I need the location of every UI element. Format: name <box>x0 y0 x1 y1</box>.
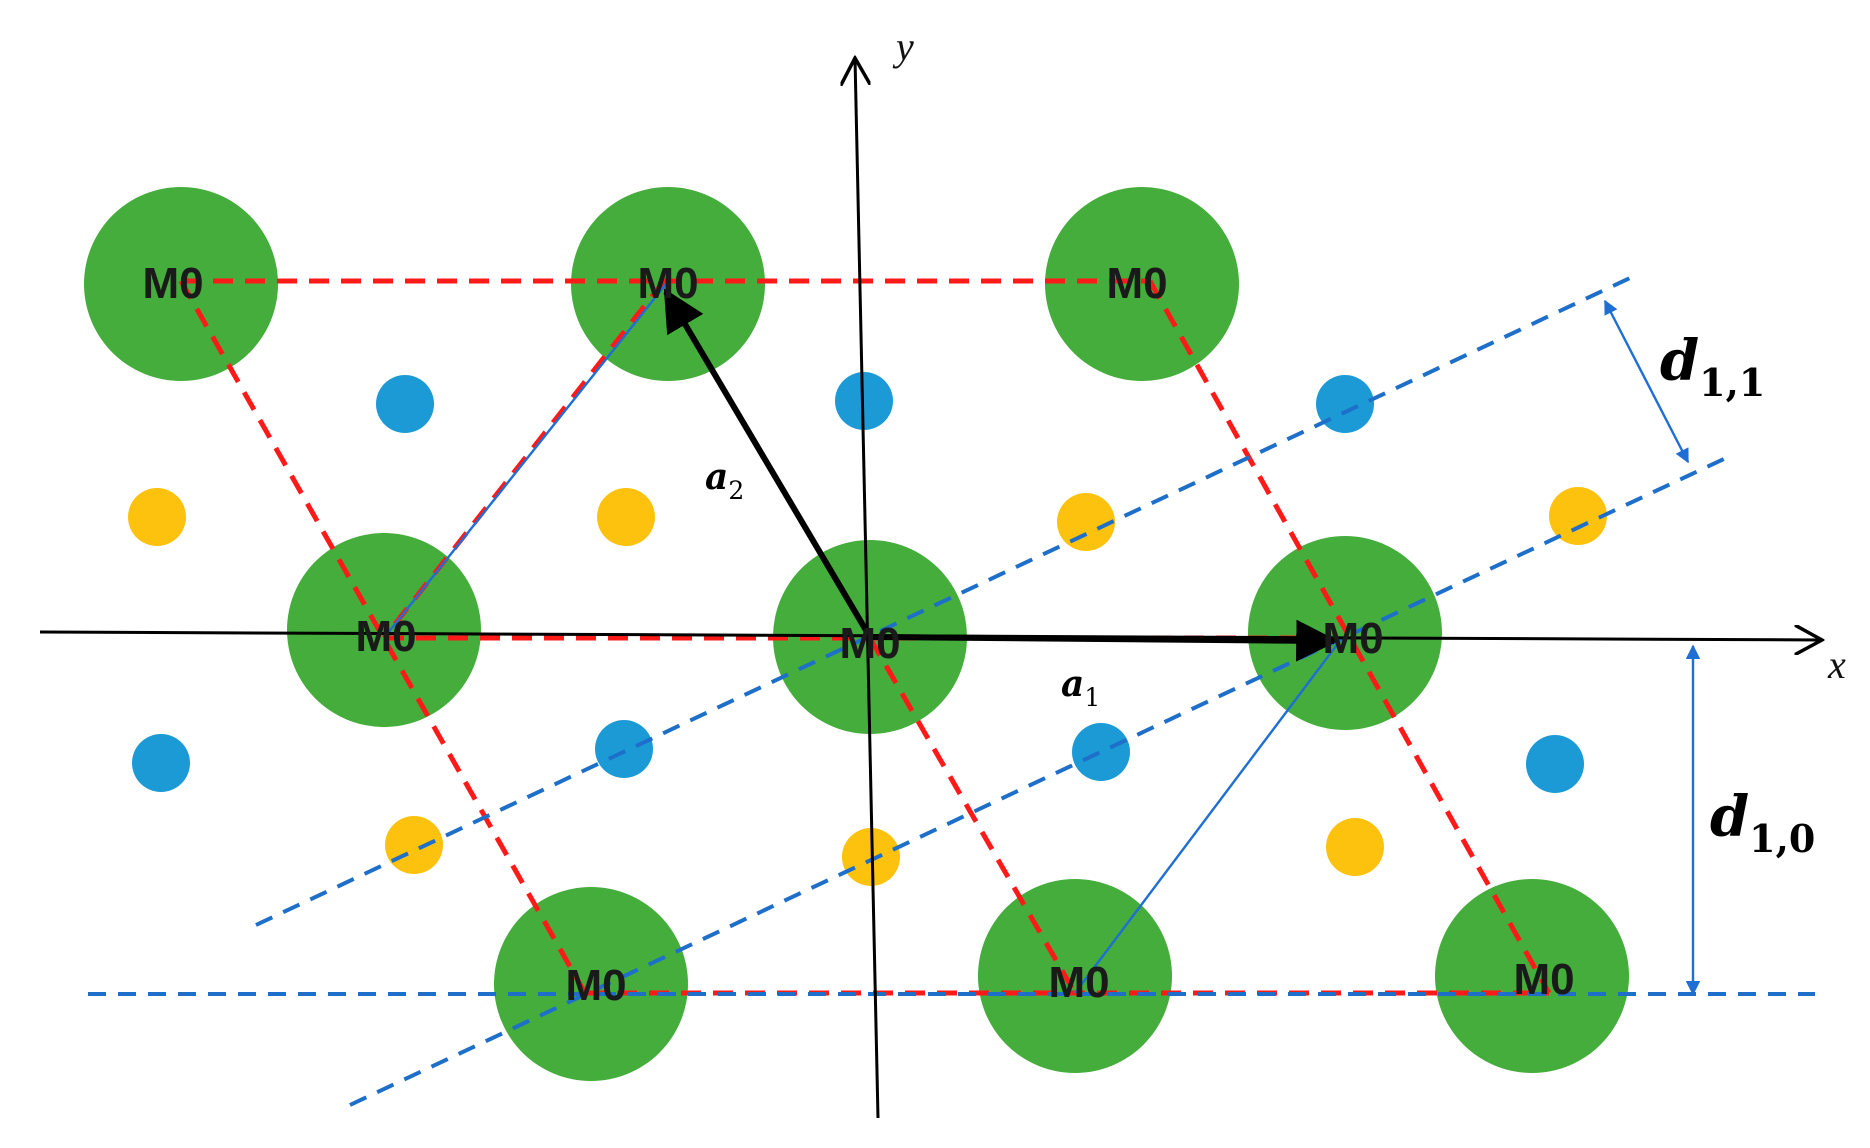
d11-label: d1,1 <box>1660 328 1765 405</box>
cell-edge <box>1147 279 1552 995</box>
metal-label: M0 <box>1106 259 1167 308</box>
plane-line-11 <box>349 455 1729 1107</box>
lattice-planes <box>88 275 1815 1107</box>
metal-label: M0 <box>142 259 203 308</box>
blue-site <box>1526 735 1584 793</box>
metal-label: M0 <box>1513 955 1574 1004</box>
yellow-site <box>385 816 443 874</box>
metal-labels: M0 M0 M0 M0 M0 M0 M0 M0 M0 <box>142 259 1574 1010</box>
cell-edge <box>178 279 588 995</box>
yellow-site <box>1549 487 1607 545</box>
vector-a2-label: a2 <box>705 456 744 505</box>
yellow-site <box>128 488 186 546</box>
blue-site <box>132 734 190 792</box>
yellow-site <box>1326 818 1384 876</box>
cell-edge <box>382 279 666 640</box>
metal-atom <box>1045 187 1239 381</box>
lattice-vectors <box>663 288 1339 662</box>
blue-site <box>1072 723 1130 781</box>
cell-edge <box>867 636 1078 995</box>
metal-atom <box>1435 879 1629 1073</box>
metal-atom <box>494 887 688 1081</box>
construction-line <box>383 283 667 639</box>
metal-label: M0 <box>565 961 626 1010</box>
metal-label: M0 <box>1048 958 1109 1007</box>
y-axis-label: y <box>892 24 914 69</box>
plane-line-11 <box>255 275 1633 927</box>
metal-atom <box>571 187 765 381</box>
blue-site <box>376 375 434 433</box>
metal-atom <box>287 533 481 727</box>
vector-a1-label: a1 <box>1061 663 1100 712</box>
blue-sites <box>132 372 1584 793</box>
metal-label: M0 <box>839 619 900 668</box>
blue-site <box>835 372 893 430</box>
blue-site <box>595 720 653 778</box>
vector-a1 <box>869 619 1339 662</box>
spacing-indicators <box>1603 299 1701 996</box>
vector-a2 <box>663 288 873 639</box>
blue-site <box>1316 375 1374 433</box>
construction-line <box>1074 637 1343 994</box>
metal-label: M0 <box>1322 614 1383 663</box>
yellow-site <box>597 488 655 546</box>
construction-lines <box>383 283 1343 994</box>
x-axis-label: x <box>1827 642 1846 687</box>
metal-label: M0 <box>637 259 698 308</box>
yellow-site <box>1057 493 1115 551</box>
metal-label: M0 <box>355 612 416 661</box>
d10-label: d1,0 <box>1710 784 1815 861</box>
y-axis <box>855 58 880 1119</box>
d11-arrow <box>1603 299 1690 464</box>
yellow-sites <box>128 487 1607 886</box>
